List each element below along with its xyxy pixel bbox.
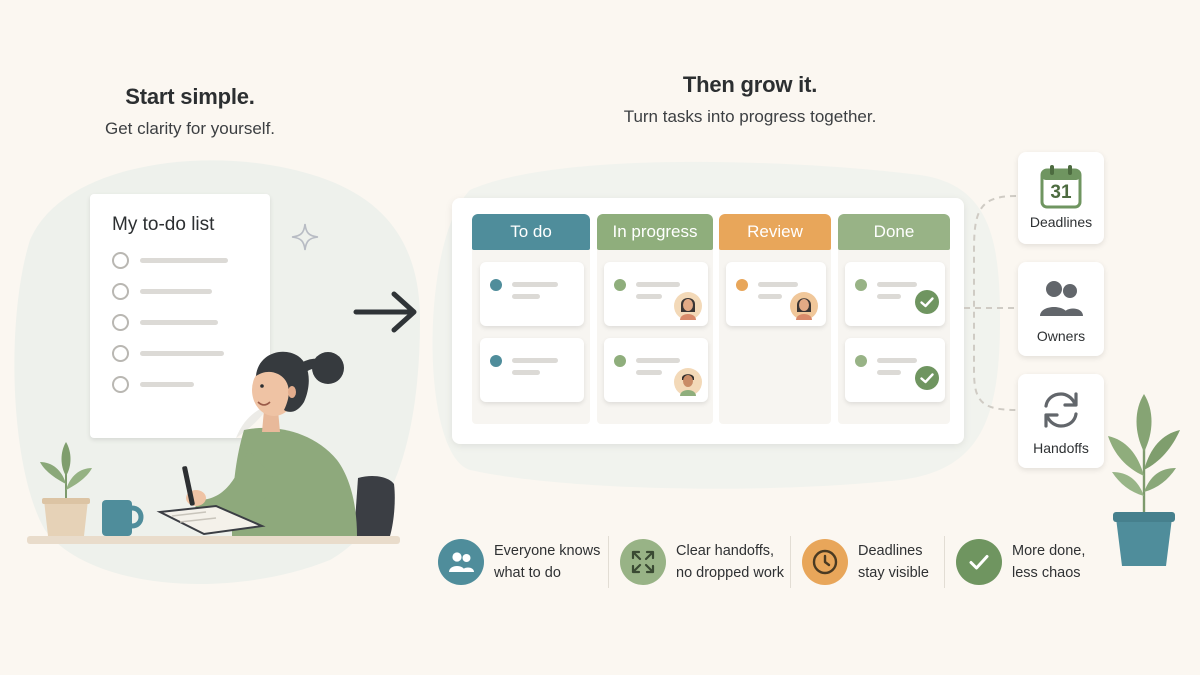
benefit-text: Everyone knows what to do [494,543,601,581]
card-line [636,358,680,363]
todo-line [140,258,228,263]
checkbox-circle[interactable] [112,345,129,362]
feature-card-deadlines[interactable]: 31 Deadlines [1018,152,1104,244]
avatar-icon [790,292,818,320]
benefit-more-done: More done, less chaos [956,536,1085,588]
card-line [877,358,917,363]
card-line [512,282,558,287]
todo-line [140,382,194,387]
todo-item [112,376,262,394]
column-header-review[interactable]: Review [719,214,831,250]
calendar-day: 31 [1050,182,1072,203]
card-line [877,370,901,375]
card-line [636,294,662,299]
check-icon [915,290,939,314]
check-icon [969,555,989,570]
todo-line [140,320,218,325]
benefit-icon-circle [438,539,484,585]
task-card[interactable] [480,338,584,402]
status-dot [490,279,502,291]
benefit-text: Deadlines stay visible [858,543,929,581]
divider [608,536,609,588]
column-header-done[interactable]: Done [838,214,950,250]
checkbox-circle[interactable] [112,376,129,393]
benefit-icon-circle [802,539,848,585]
chair [354,476,395,536]
task-card[interactable] [845,338,945,402]
feature-card-owners[interactable]: Owners [1018,262,1104,356]
refresh-icon [1044,392,1078,428]
person-writing-illustration [156,351,357,536]
divider [944,536,945,588]
potted-plant-right [1108,394,1180,566]
people-icon [1040,281,1083,316]
benefit-text: More done, less chaos [1012,543,1086,581]
benefit-text: Clear handoffs, no dropped work [676,543,785,581]
expand-arrows-icon [631,550,655,574]
card-line [758,282,798,287]
coffee-mug [102,500,144,536]
desk [27,536,400,544]
benefit-icon-circle [620,539,666,585]
feature-card-handoffs[interactable]: Handoffs [1018,374,1104,468]
todo-list-title: My to-do list [112,214,215,235]
status-dot [855,355,867,367]
feature-label-owners: Owners [1036,328,1086,344]
status-dot [614,279,626,291]
avatar-icon [674,368,702,396]
status-dot [736,279,748,291]
right-title: Then grow it. [682,72,818,97]
column-header-in-progress[interactable]: In progress [597,214,713,250]
todo-item [112,314,262,332]
benefit-icon-circle [956,539,1002,585]
kanban-board: To do In progress Review Done [452,198,964,444]
card-line [512,294,540,299]
people-icon [449,552,474,572]
status-dot [855,279,867,291]
dashed-connectors [964,195,1017,411]
divider [790,536,791,588]
arrow-right-icon [353,291,417,333]
calendar-icon [1040,165,1082,209]
card-line [877,282,917,287]
todo-item [112,345,262,363]
clock-icon [812,549,838,575]
status-dot [490,355,502,367]
benefit-clear-handoffs: Clear handoffs, no dropped work [620,536,784,588]
todo-item [112,283,262,301]
feature-label-deadlines: Deadlines [1029,214,1093,230]
card-line [758,294,782,299]
todo-item [112,252,262,270]
status-dot [614,355,626,367]
feature-label-handoffs: Handoffs [1033,440,1089,456]
card-line [636,282,680,287]
benefit-everyone-knows: Everyone knows what to do [438,536,600,588]
task-card[interactable] [604,262,708,326]
check-icon [915,366,939,390]
task-card[interactable] [726,262,826,326]
card-line [636,370,662,375]
checkbox-circle[interactable] [112,283,129,300]
task-card[interactable] [845,262,945,326]
left-subtitle: Get clarity for yourself. [104,119,276,138]
sparkle-icon [291,223,319,251]
right-subtitle: Turn tasks into progress together. [623,107,877,126]
card-line [512,358,558,363]
benefit-deadlines-visible: Deadlines stay visible [802,536,929,588]
task-card[interactable] [480,262,584,326]
card-line [512,370,540,375]
checkbox-circle[interactable] [112,314,129,331]
checkbox-circle[interactable] [112,252,129,269]
todo-line [140,289,212,294]
task-card[interactable] [604,338,708,402]
column-header-todo[interactable]: To do [472,214,590,250]
left-title: Start simple. [125,84,255,109]
benefits-row: Everyone knows what to do Clear handoffs… [438,536,1118,588]
avatar-icon [674,292,702,320]
card-line [877,294,901,299]
todo-line [140,351,224,356]
potted-plant-left [40,442,92,536]
